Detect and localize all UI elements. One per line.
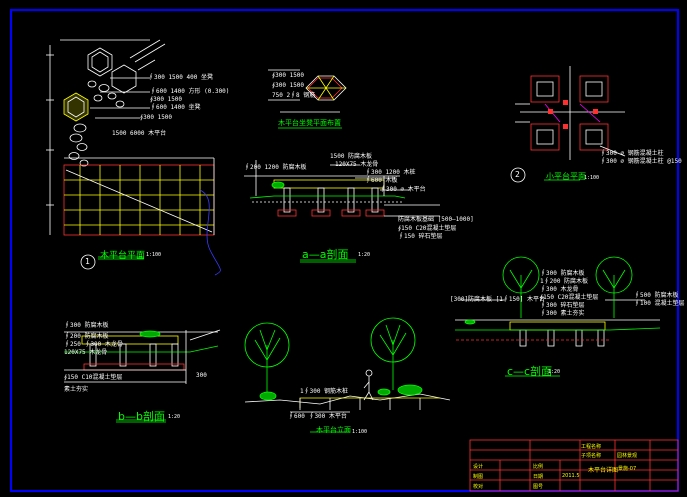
tb-label-scale: 比例 [533, 464, 544, 470]
section-b-note-5: ∮150 C10混凝土垫层 [64, 374, 123, 381]
section-a-note-7: 防腐木板基础 [500—1000] [398, 216, 474, 223]
section-c-note-5: ∮300 碎石垫层 [540, 302, 585, 309]
section-c-note-6: ∮300 素土夯实 [540, 310, 585, 317]
section-a-note-9: ∮150 碎石垫层 [398, 233, 443, 240]
tb-date: 2011.5 [562, 473, 580, 479]
section-c-note-2: 1∮200 防腐木板 [540, 278, 589, 285]
trees [139, 181, 633, 401]
tb-subproject-label: 子项名称 [581, 453, 602, 459]
title-block [469, 439, 679, 492]
plan1-note-6: 1500 6000 木平台 [112, 130, 167, 137]
elevation-view [244, 369, 451, 433]
section-b-view [64, 330, 219, 423]
drawing-border [10, 9, 679, 492]
tb-project-label: 工程名称 [581, 444, 602, 450]
section-c-note-8: ∮500 防腐木板 [634, 292, 679, 299]
section-c-note-3: ∮300 木龙骨 [540, 286, 579, 293]
section-b-note-7: 300 [196, 372, 207, 379]
section-c-note-1: ∮300 防腐木板 [540, 270, 585, 277]
hex-note-2: ∮300 1500 [272, 82, 305, 89]
hex-note-3: 750 2∮8 钢筋 [272, 92, 316, 99]
section-b-scale: 1:20 [168, 414, 181, 420]
tb-subproject-value: 园林景观 [617, 453, 638, 459]
hex-detail-view [268, 69, 347, 129]
tb-label-design: 设计 [473, 464, 484, 470]
plan1-scale: 1:100 [146, 252, 162, 258]
tb-label-check: 校对 [473, 484, 484, 490]
section-c-title: c—c剖面 [507, 365, 553, 378]
tb-label-sheet: 图号 [533, 484, 544, 490]
tb-sheet: 景施-07 [618, 466, 637, 472]
plan2-note-2: ∮300 ⌀ 钢筋混凝土柱 @150 [600, 158, 682, 165]
section-a-note-5: ∮600 木板 [365, 177, 398, 184]
tb-label-draw: 制图 [473, 474, 484, 480]
section-b-note-6: 素土夯实 [64, 386, 89, 393]
elevation-note-2: ∮600 ∮300 木平台 [288, 413, 347, 420]
plan1-title: 木平台平面 [100, 251, 146, 261]
section-a-note-8: ∮150 C20混凝土垫层 [398, 225, 457, 232]
section-a-view [244, 160, 440, 263]
plan1-note-3: ∮600 1400 坐凳 [150, 104, 201, 111]
section-a-note-3: 120X75 木龙骨 [335, 161, 379, 168]
section-c-note-9: ∮100 混凝土垫层 [634, 300, 685, 307]
plan1-note-5: ∮300 1500 [150, 96, 183, 103]
elevation-scale: 1:100 [352, 429, 368, 435]
plan1-note-2: ∮600 1400 方形 (0.300) [150, 88, 230, 95]
tb-label-date: 日期 [533, 474, 544, 480]
plan1-note-1: ∮300 1500 400 坐凳 [148, 74, 213, 81]
plan1-view [46, 39, 221, 276]
tb-drawing-name: 木平台详图 [588, 467, 619, 474]
elevation-note-1: 1∮300 钢筋木桩 [300, 388, 349, 395]
section-c-note-4: ∮150 C20混凝土垫层 [540, 294, 599, 301]
section-a-note-2: 1500 防腐木板 [330, 153, 373, 160]
plan2-view [510, 66, 626, 183]
section-b-note-4: 120X75 木龙骨 [64, 349, 108, 356]
plan2-note-1: ∮300 ⌀ 钢筋混凝土柱 [600, 150, 664, 157]
section-a-scale: 1:20 [358, 252, 371, 258]
section-b-note-2: ∮200 防腐木板 [64, 333, 109, 340]
plan1-note-4: ∮300 1500 [140, 114, 173, 121]
section-c-scale: 1:20 [548, 369, 561, 375]
plan2-scale: 1:100 [584, 175, 600, 181]
section-a-title: a—a剖面 [302, 248, 349, 261]
hex-title: 木平台坐凳平面布置 [278, 119, 341, 127]
section-b-title: b—b剖面 [118, 410, 165, 423]
plan2-title: 小平台平面 [546, 172, 586, 181]
section-a-note-4: ∮300 1200 木桩 [365, 169, 416, 176]
hex-note-1: ∮300 1500 [272, 72, 305, 79]
plan1-number: 1 [85, 257, 90, 266]
section-a-note-1: ∮200 1200 防腐木板 [244, 164, 307, 171]
section-a-note-6: ∮300 ⌀ 木平台 [380, 186, 426, 193]
section-c-view [455, 299, 661, 377]
section-c-note-7: [300]防腐木板 [1∮150] 木平台 [450, 296, 545, 303]
section-b-note-3: ∮250 ∮300 木龙骨 [64, 341, 123, 348]
section-b-note-1: ∮300 防腐木板 [64, 322, 109, 329]
elevation-title: 木平台立面 [316, 426, 351, 434]
plan2-number: 2 [515, 170, 520, 179]
